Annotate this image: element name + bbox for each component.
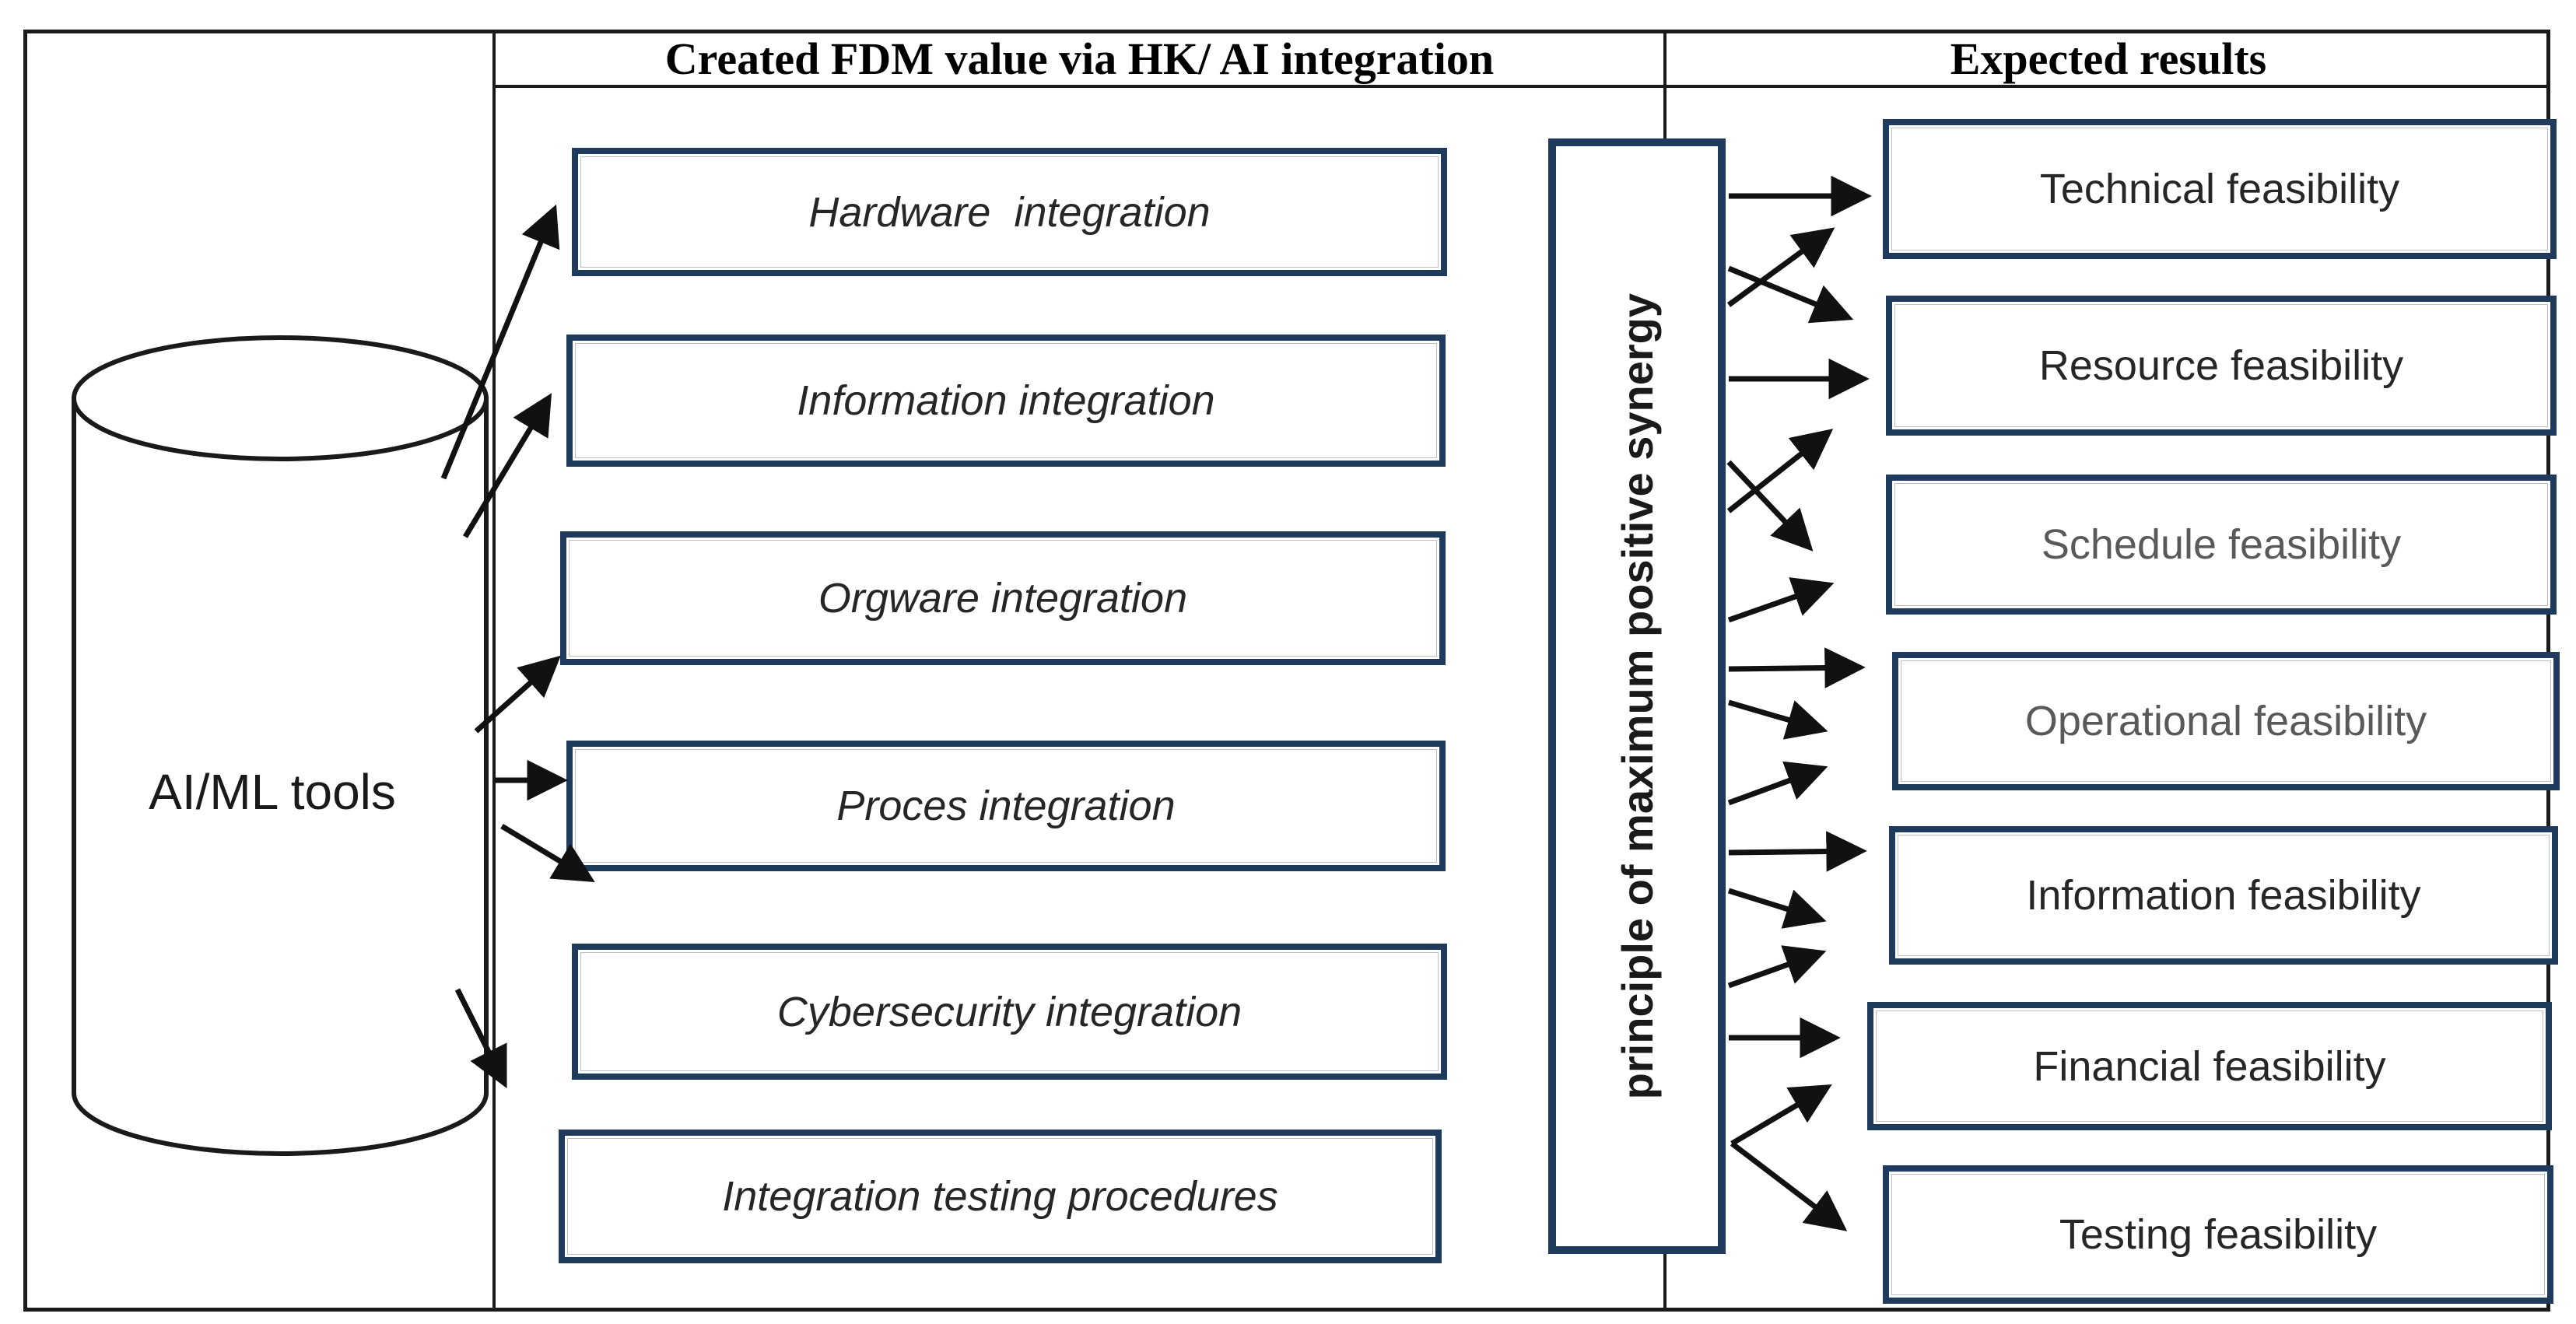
middle-column-header: Created FDM value via HK/ AI integration (664, 33, 1495, 84)
integration-box-testing-procedures: Integration testing procedures (559, 1130, 1442, 1263)
result-box-resource: Resource feasibility (1886, 296, 2557, 436)
result-box-technical: Technical feasibility (1883, 119, 2557, 259)
integration-box-label: Integration testing procedures (722, 1173, 1278, 1220)
integration-box-information: Information integration (566, 335, 1446, 467)
result-box-label: Technical feasibility (2039, 166, 2400, 212)
cylinder-shape (72, 335, 489, 1156)
synergy-principle-box: principle of maximum positive synergy (1548, 138, 1726, 1254)
integration-box-label: Proces integration (836, 783, 1176, 829)
result-box-label: Information feasibility (2026, 872, 2421, 919)
result-box-financial: Financial feasibility (1867, 1002, 2552, 1130)
integration-box-label: Orgware integration (818, 575, 1188, 622)
integration-box-cybersecurity: Cybersecurity integration (572, 944, 1447, 1080)
integration-box-proces: Proces integration (566, 741, 1446, 871)
source-label: AI/ML tools (149, 764, 396, 820)
integration-box-label: Information integration (797, 377, 1215, 424)
right-column-header: Expected results (1950, 33, 2267, 84)
result-box-label: Financial feasibility (2033, 1042, 2386, 1090)
result-box-label: Resource feasibility (2038, 342, 2404, 389)
result-box-operational: Operational feasibility (1892, 652, 2560, 790)
result-box-label: Testing feasibility (2059, 1211, 2378, 1258)
integration-box-hardware: Hardware integration (572, 148, 1447, 276)
integration-box-label: Cybersecurity integration (776, 988, 1242, 1035)
result-box-label: Operational feasibility (2024, 698, 2427, 744)
integration-box-label: Hardware integration (808, 188, 1211, 236)
result-box-label: Schedule feasibility (2041, 521, 2402, 568)
synergy-principle-label: principle of maximum positive synergy (1612, 292, 1662, 1100)
result-box-schedule: Schedule feasibility (1886, 475, 2557, 615)
result-box-testing: Testing feasibility (1883, 1165, 2553, 1304)
header-underline (492, 85, 2550, 88)
integration-box-orgware: Orgware integration (560, 531, 1446, 665)
result-box-information: Information feasibility (1889, 826, 2558, 965)
